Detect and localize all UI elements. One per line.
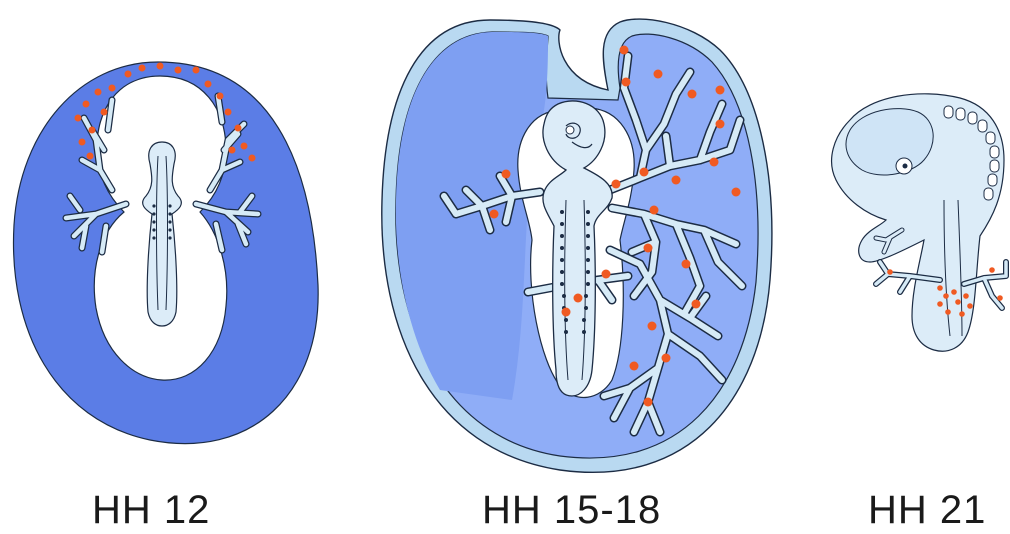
- stage-label-hh12: HH 12: [92, 488, 210, 533]
- hh21-pupil: [903, 164, 908, 169]
- hh15-18-eye: [566, 126, 574, 134]
- stage-hh12-diagram: [13, 62, 318, 444]
- stage-label-hh21: HH 21: [868, 488, 986, 533]
- stage-hh15-18-diagram: [382, 19, 772, 472]
- stage-hh21-diagram: [832, 94, 1006, 351]
- stage-label-hh15-18: HH 15-18: [482, 488, 661, 533]
